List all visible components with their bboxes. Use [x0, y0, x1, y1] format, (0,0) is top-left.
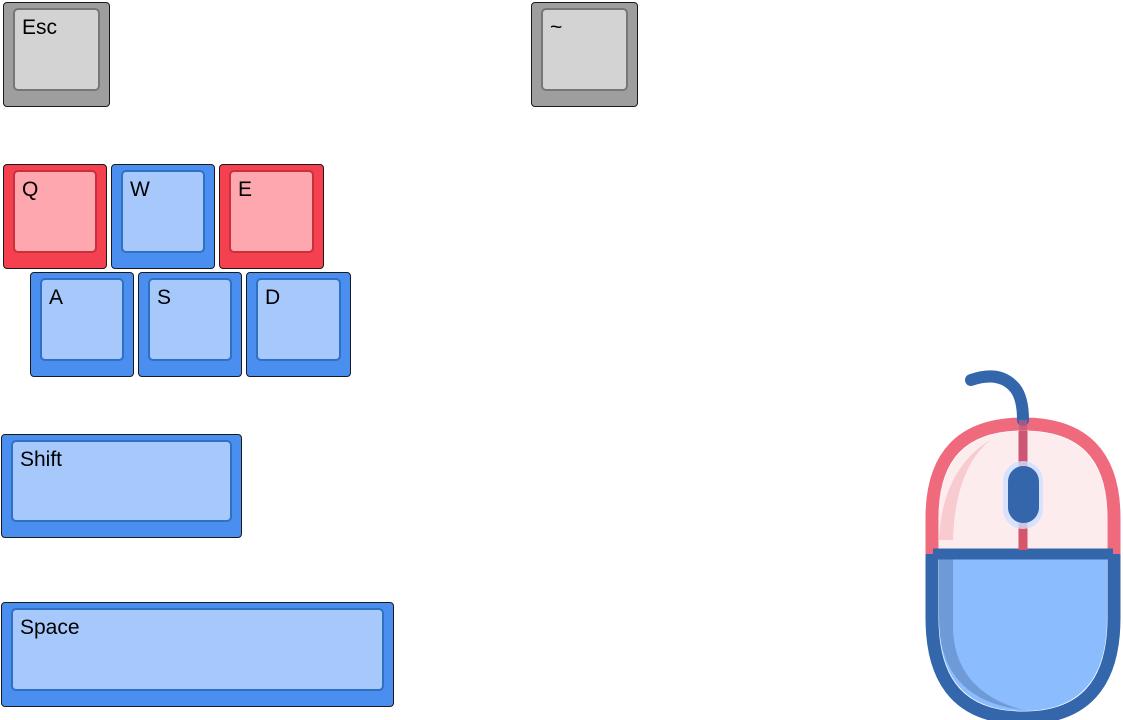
d-key: D: [246, 272, 351, 377]
s-key: S: [138, 272, 242, 377]
shift-key: Shift: [1, 434, 242, 538]
mouse-cable: [965, 370, 1029, 426]
space-key-label: Space: [20, 616, 80, 639]
q-key: Q: [3, 164, 107, 269]
tilde-key-label: ~: [550, 16, 563, 39]
shift-key-label: Shift: [20, 448, 63, 471]
shift-keycap: Shift: [11, 440, 232, 522]
esc-keycap: Esc: [13, 8, 100, 91]
space-keycap: Space: [11, 608, 384, 691]
mouse-icon: [925, 370, 1121, 720]
tilde-keycap: ~: [541, 8, 628, 91]
e-keycap: E: [229, 170, 314, 253]
e-key-label: E: [238, 178, 253, 201]
a-key: A: [30, 272, 134, 377]
mouse-buttons-outline: [925, 417, 1121, 554]
q-key-label: Q: [22, 178, 39, 201]
mouse-body-outline: [925, 554, 1121, 720]
w-keycap: W: [121, 170, 205, 253]
w-key: W: [111, 164, 215, 269]
s-key-label: S: [157, 286, 172, 309]
esc-key: Esc: [3, 2, 110, 107]
d-keycap: D: [256, 278, 341, 361]
tilde-key: ~: [531, 2, 638, 107]
a-keycap: A: [40, 278, 124, 361]
d-key-label: D: [265, 286, 281, 309]
e-key: E: [219, 164, 324, 269]
w-key-label: W: [130, 178, 150, 201]
q-keycap: Q: [13, 170, 97, 253]
s-keycap: S: [148, 278, 232, 361]
scroll-wheel: [1008, 466, 1039, 523]
a-key-label: A: [49, 286, 64, 309]
esc-key-label: Esc: [22, 16, 58, 39]
space-key: Space: [1, 602, 394, 707]
